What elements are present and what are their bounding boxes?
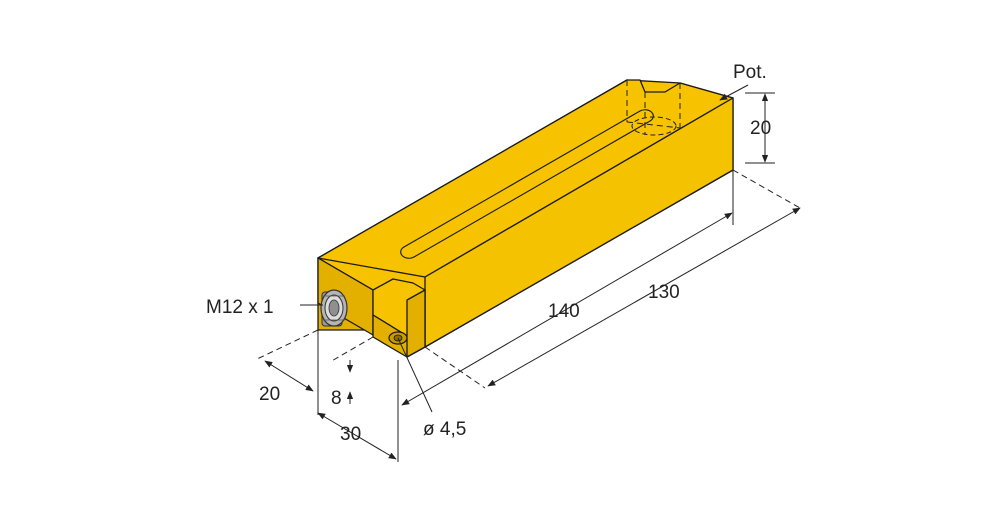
label-pot: Pot. bbox=[733, 62, 767, 83]
mounting-block-side bbox=[406, 289, 426, 358]
label-offset-8: 8 bbox=[331, 388, 342, 409]
label-depth-30: 30 bbox=[340, 424, 361, 445]
sensor-body bbox=[317, 79, 734, 358]
pot-recess-ellipse bbox=[631, 116, 677, 136]
dimension-lines bbox=[254, 84, 801, 462]
label-hole-diameter: ø 4,5 bbox=[423, 419, 466, 440]
pot-arrow bbox=[719, 84, 749, 101]
dim-line-140 bbox=[401, 212, 733, 406]
label-connector-thread: M12 x 1 bbox=[206, 297, 274, 318]
label-length-140: 140 bbox=[548, 301, 580, 322]
label-width-20: 20 bbox=[259, 384, 280, 405]
label-height-20: 20 bbox=[750, 118, 771, 139]
dim-line-30 bbox=[317, 412, 397, 460]
dim-line-20-left bbox=[264, 360, 314, 392]
m12-connector bbox=[320, 289, 348, 327]
pot-recess bbox=[626, 80, 681, 135]
top-slot bbox=[400, 109, 654, 259]
label-length-130: 130 bbox=[648, 282, 680, 303]
